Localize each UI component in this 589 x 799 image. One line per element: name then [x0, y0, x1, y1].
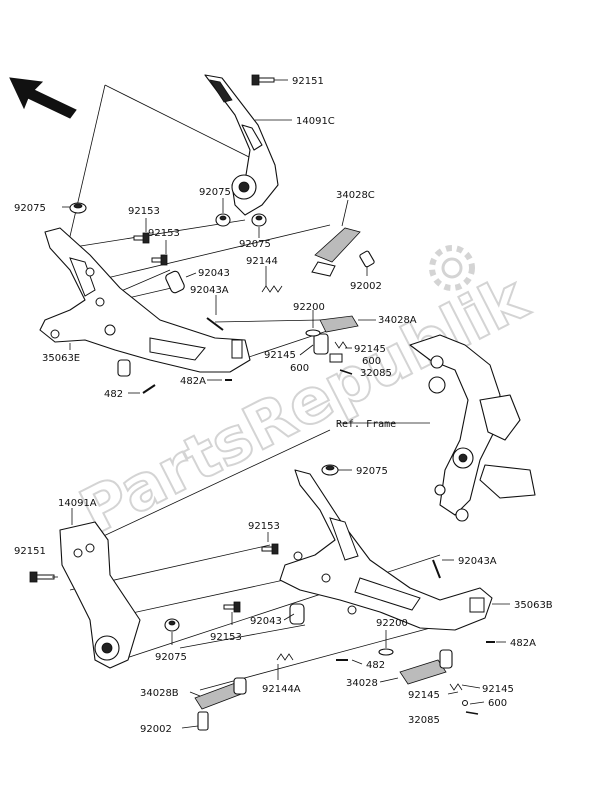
label-482-a: 482	[104, 389, 123, 400]
label-482-b: 482	[366, 660, 385, 671]
bolt-92153-b	[151, 254, 168, 266]
bolt-92002-b	[197, 711, 209, 731]
label-35063b: 35063B	[514, 600, 553, 611]
washer-92200-a	[305, 329, 321, 337]
label-92153-a: 92153	[128, 206, 160, 217]
spring-92145-c	[449, 683, 463, 691]
label-92151-top: 92151	[292, 76, 324, 87]
label-600-b: 600	[290, 363, 309, 374]
label-32085-b: 32085	[408, 715, 440, 726]
leader-lines	[52, 79, 510, 729]
label-34028c: 34028C	[336, 190, 375, 201]
label-14091c: 14091C	[296, 116, 335, 127]
cover-14091c	[204, 74, 279, 216]
bracket-35063b	[279, 469, 493, 631]
grommet-92075-d	[321, 464, 339, 476]
grommet-92075-a	[69, 202, 87, 214]
label-482a-b: 482A	[510, 638, 536, 649]
label-35063e: 35063E	[42, 353, 80, 364]
cotter-32085-b	[465, 711, 479, 715]
label-600-c: 600	[488, 698, 507, 709]
label-92145-b: 92145	[354, 344, 386, 355]
label-92153-c: 92153	[248, 521, 280, 532]
label-92075-b: 92075	[199, 187, 231, 198]
grommet-92075-e	[164, 618, 180, 632]
footpeg-34028a	[313, 315, 359, 363]
cover-14091a	[59, 521, 141, 669]
label-34028a: 34028A	[378, 315, 417, 326]
bolt-92153-c	[261, 543, 279, 555]
grommet-92075-c	[251, 213, 267, 227]
pin-92043a-b	[432, 559, 441, 579]
label-92144a: 92144A	[262, 684, 301, 695]
label-92002-a: 92002	[350, 281, 382, 292]
footpeg-34028b	[194, 677, 247, 710]
washer-600-c	[462, 700, 468, 706]
washer-92200-b	[378, 648, 394, 656]
bolt-92002-a	[359, 250, 375, 268]
spring-92144a	[276, 653, 294, 661]
grommet-92075-b	[215, 213, 231, 227]
front-direction-arrow-icon	[9, 77, 77, 119]
reference-frame	[409, 334, 536, 522]
label-92200-a: 92200	[293, 302, 325, 313]
label-92043a-b: 92043A	[458, 556, 497, 567]
part-labels: 92151 14091C 92075 92153 92075 34028C 92…	[14, 76, 553, 735]
label-92144-a: 92144	[246, 256, 278, 267]
label-92145-c: 92145	[408, 690, 440, 701]
cotter-32085-a	[339, 369, 353, 375]
label-92153-d: 92153	[210, 632, 242, 643]
bolt-92153-a	[133, 232, 150, 244]
label-92075-c: 92075	[239, 239, 271, 250]
spring-92144-a	[261, 285, 283, 293]
label-ref-frame: Ref. Frame	[336, 419, 396, 430]
label-92075-e: 92075	[155, 652, 187, 663]
footpeg-34028	[399, 649, 453, 685]
bolt-92151-top	[251, 74, 275, 86]
label-92151-b: 92151	[14, 546, 46, 557]
label-92145-a: 92145	[264, 350, 296, 361]
pin-92043a-a	[206, 317, 224, 331]
label-482a-a: 482A	[180, 376, 206, 387]
label-600-a: 600	[362, 356, 381, 367]
label-92075-d: 92075	[356, 466, 388, 477]
bolt-92151-b	[29, 571, 55, 583]
label-92043a-a: 92043A	[190, 285, 229, 296]
bracket-35063e	[39, 227, 251, 377]
collar-92043-b	[289, 603, 305, 625]
label-34028b: 34028B	[140, 688, 179, 699]
spring-92145-a	[334, 341, 348, 349]
collar-92043-a	[165, 270, 185, 294]
label-92075-a: 92075	[14, 203, 46, 214]
label-92200-b: 92200	[376, 618, 408, 629]
label-32085-a: 32085	[360, 368, 392, 379]
gear-watermark-icon	[429, 245, 475, 291]
label-34028: 34028	[346, 678, 378, 689]
label-92153-b: 92153	[148, 228, 180, 239]
label-14091a: 14091A	[58, 498, 97, 509]
label-92145-d: 92145	[482, 684, 514, 695]
pin-482-a	[142, 384, 156, 394]
footpeg-34028c	[311, 227, 361, 277]
label-92002-b: 92002	[140, 724, 172, 735]
label-92043-a: 92043	[198, 268, 230, 279]
bolt-92153-d	[223, 601, 241, 613]
label-92043-b: 92043	[250, 616, 282, 627]
